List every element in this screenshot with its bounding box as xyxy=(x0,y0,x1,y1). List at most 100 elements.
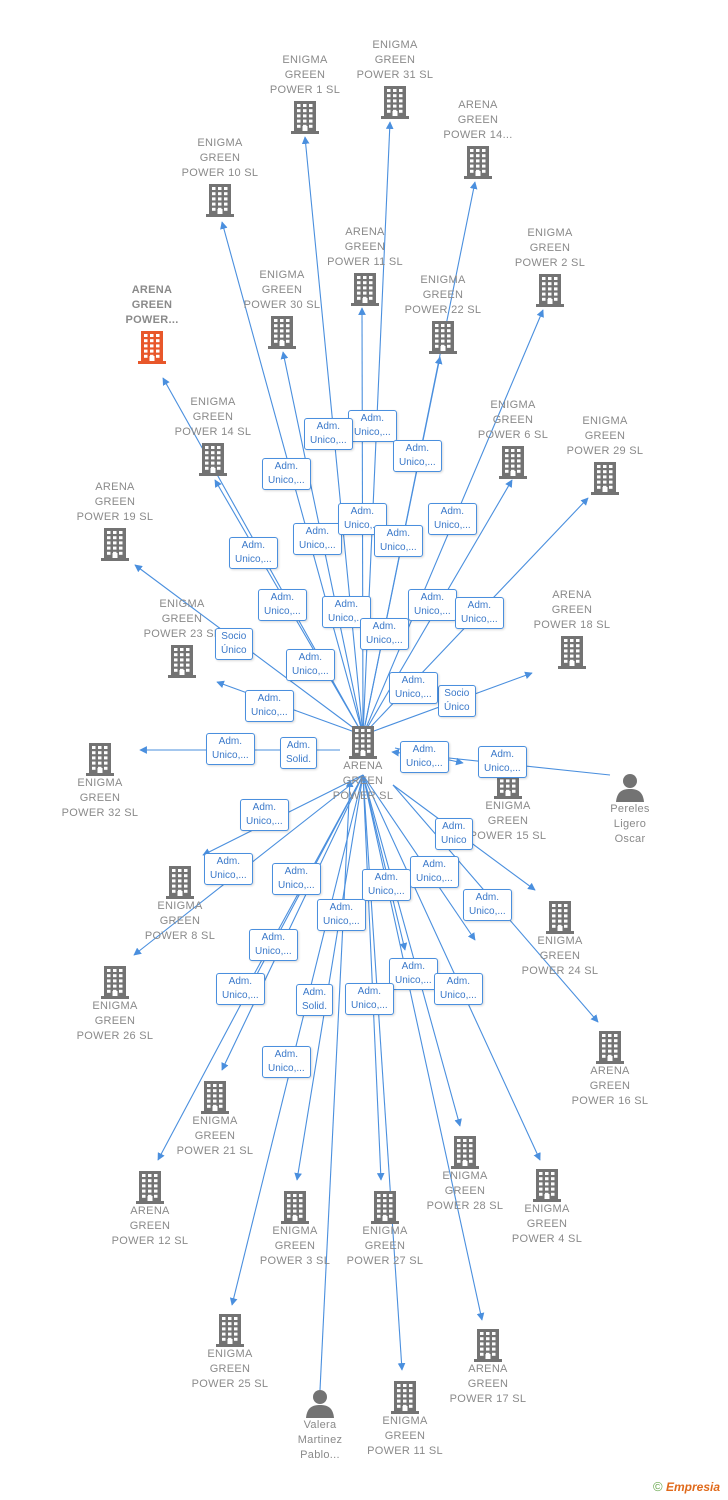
building-icon xyxy=(533,1169,561,1202)
node-label: ENIGMA GREEN POWER 28 SL xyxy=(426,1170,504,1212)
relationship-label[interactable]: Adm. Unico xyxy=(435,818,473,850)
node-label: ENIGMA GREEN POWER 15 SL xyxy=(469,800,547,842)
company-node[interactable]: ARENA GREEN POWER 11 SL xyxy=(305,225,425,306)
building-icon xyxy=(136,1171,164,1204)
building-icon xyxy=(546,901,574,934)
relationship-label[interactable]: Adm. Unico,... xyxy=(345,983,394,1015)
company-node[interactable]: ENIGMA GREEN POWER 14 SL xyxy=(153,395,273,476)
building-icon xyxy=(381,86,409,119)
relationship-label[interactable]: Adm. Unico,... xyxy=(455,597,504,629)
person-node[interactable]: Valera Martinez Pablo... xyxy=(260,1386,380,1463)
building-icon xyxy=(166,866,194,899)
building-icon xyxy=(474,1329,502,1362)
relationship-label[interactable]: Adm. Unico,... xyxy=(216,973,265,1005)
company-node[interactable]: ENIGMA GREEN POWER 22 SL xyxy=(383,273,503,354)
relationship-label[interactable]: Adm. Unico,... xyxy=(362,869,411,901)
brand-logo[interactable]: Empresia xyxy=(665,1480,720,1494)
node-label: ENIGMA GREEN POWER 21 SL xyxy=(176,1115,254,1157)
building-icon xyxy=(291,101,319,134)
node-label: ARENA GREEN POWER 19 SL xyxy=(76,481,154,523)
relationship-label[interactable]: Adm. Unico,... xyxy=(272,863,321,895)
relationship-label[interactable]: Adm. Unico,... xyxy=(389,672,438,704)
node-label: ENIGMA GREEN POWER 8 SL xyxy=(144,900,216,942)
building-icon xyxy=(391,1381,419,1414)
relationship-label[interactable]: Adm. Unico,... xyxy=(229,537,278,569)
relationship-edge xyxy=(362,774,408,951)
relationship-label[interactable]: Adm. Unico,... xyxy=(304,418,353,450)
relationship-label[interactable]: Adm. Unico,... xyxy=(434,973,483,1005)
relationship-label[interactable]: Socio Único xyxy=(438,685,476,717)
company-node[interactable]: ARENA GREEN POWER 17 SL xyxy=(428,1326,548,1407)
company-node[interactable]: ENIGMA GREEN POWER 1 SL xyxy=(245,53,365,134)
center-company-node[interactable]: ARENA GREEN POWER SL xyxy=(303,723,423,804)
relationship-label[interactable]: Adm. Unico,... xyxy=(245,690,294,722)
focus-company-node[interactable]: ARENA GREEN POWER... xyxy=(92,283,212,364)
relationship-label[interactable]: Adm. Unico,... xyxy=(410,856,459,888)
building-icon xyxy=(268,316,296,349)
company-node[interactable]: ARENA GREEN POWER 18 SL xyxy=(512,588,632,669)
relationship-label[interactable]: Adm. Unico,... xyxy=(258,589,307,621)
relationship-edge xyxy=(362,774,541,1161)
relationship-label[interactable]: Adm. Unico,... xyxy=(478,746,527,778)
relationship-label[interactable]: Adm. Unico,... xyxy=(249,929,298,961)
relationship-edge xyxy=(294,774,364,1181)
building-icon xyxy=(168,645,196,678)
relationship-label[interactable]: Adm. Unico,... xyxy=(286,649,335,681)
company-node[interactable]: ENIGMA GREEN POWER 29 SL xyxy=(545,414,665,495)
company-node[interactable]: ENIGMA GREEN POWER 6 SL xyxy=(453,398,573,479)
company-node[interactable]: ENIGMA GREEN POWER 26 SL xyxy=(55,963,175,1044)
relationship-edge xyxy=(221,774,364,1071)
company-node[interactable]: ENIGMA GREEN POWER 2 SL xyxy=(490,226,610,307)
company-node[interactable]: ENIGMA GREEN POWER 4 SL xyxy=(487,1166,607,1247)
relationship-label[interactable]: Adm. Unico,... xyxy=(374,525,423,557)
relationship-label[interactable]: Adm. Solid. xyxy=(280,737,318,769)
company-node[interactable]: ENIGMA GREEN POWER 3 SL xyxy=(235,1188,355,1269)
relationship-label[interactable]: Adm. Solid. xyxy=(296,984,334,1016)
company-node[interactable]: ENIGMA GREEN POWER 30 SL xyxy=(222,268,342,349)
company-node[interactable]: ARENA GREEN POWER 16 SL xyxy=(550,1028,670,1109)
relationship-label[interactable]: Adm. Unico,... xyxy=(428,503,477,535)
company-node[interactable]: ENIGMA GREEN POWER 11 SL xyxy=(345,1378,465,1459)
brand-footer: © Empresia xyxy=(653,1479,720,1494)
relationship-label[interactable]: Adm. Unico,... xyxy=(206,733,255,765)
relationship-label[interactable]: Adm. Unico,... xyxy=(262,458,311,490)
company-node[interactable]: ENIGMA GREEN POWER 32 SL xyxy=(40,740,160,821)
relationship-edge xyxy=(229,774,364,1306)
company-node[interactable]: ENIGMA GREEN POWER 27 SL xyxy=(325,1188,445,1269)
company-node[interactable]: ARENA GREEN POWER 12 SL xyxy=(90,1168,210,1249)
relationship-label[interactable]: Adm. Unico,... xyxy=(204,853,253,885)
company-node[interactable]: ENIGMA GREEN POWER 8 SL xyxy=(120,863,240,944)
relationship-label[interactable]: Adm. Unico,... xyxy=(389,958,438,990)
company-node[interactable]: ARENA GREEN POWER 14... xyxy=(418,98,538,179)
relationship-label[interactable]: Adm. Unico,... xyxy=(240,799,289,831)
node-label: ENIGMA GREEN POWER 14 SL xyxy=(174,396,252,438)
node-label: ARENA GREEN POWER... xyxy=(125,284,179,326)
relationship-label[interactable]: Socio Único xyxy=(215,628,253,660)
building-icon xyxy=(351,273,379,306)
company-node[interactable]: ENIGMA GREEN POWER 25 SL xyxy=(170,1311,290,1392)
person-node[interactable]: Pereles Ligero Oscar xyxy=(570,770,690,847)
company-node[interactable]: ARENA GREEN POWER 19 SL xyxy=(55,480,175,561)
relationship-edge xyxy=(362,774,462,1127)
node-label: ARENA GREEN POWER 12 SL xyxy=(111,1205,189,1247)
company-node[interactable]: ENIGMA GREEN POWER 10 SL xyxy=(160,136,280,217)
relationship-label[interactable]: Adm. Unico,... xyxy=(400,741,449,773)
relationship-label[interactable]: Adm. Unico,... xyxy=(408,589,457,621)
relationship-label[interactable]: Adm. Unico,... xyxy=(262,1046,311,1078)
relationship-label[interactable]: Adm. Unico,... xyxy=(317,899,366,931)
node-label: ENIGMA GREEN POWER 22 SL xyxy=(404,274,482,316)
building-icon xyxy=(464,146,492,179)
building-icon xyxy=(558,636,586,669)
relationship-label[interactable]: Adm. Unico,... xyxy=(360,618,409,650)
relationship-label[interactable]: Adm. Unico,... xyxy=(463,889,512,921)
building-icon xyxy=(206,184,234,217)
company-node[interactable]: ENIGMA GREEN POWER 21 SL xyxy=(155,1078,275,1159)
company-node[interactable]: ENIGMA GREEN POWER 24 SL xyxy=(500,898,620,979)
relationship-label[interactable]: Adm. Unico,... xyxy=(293,523,342,555)
relationship-label[interactable]: Adm. Unico,... xyxy=(348,410,397,442)
relationship-label[interactable]: Adm. Unico,... xyxy=(393,440,442,472)
company-node[interactable]: ENIGMA GREEN POWER 31 SL xyxy=(335,38,455,119)
node-label: ARENA GREEN POWER 17 SL xyxy=(449,1363,527,1405)
building-icon xyxy=(349,726,377,759)
company-node[interactable]: ENIGMA GREEN POWER 28 SL xyxy=(405,1133,525,1214)
